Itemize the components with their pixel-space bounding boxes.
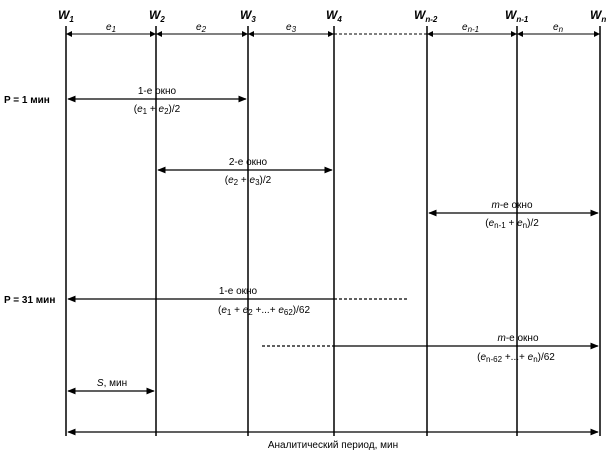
w-label-4: W4 bbox=[326, 8, 342, 24]
window-m-title: m-е окно bbox=[491, 200, 532, 211]
w-label-1: W1 bbox=[58, 8, 74, 24]
analysis-period-label: Аналитический период, мин bbox=[268, 440, 398, 451]
w-label-2: W2 bbox=[149, 8, 165, 24]
step-s-label: S, мин bbox=[97, 378, 127, 389]
w-label-n: Wn bbox=[590, 8, 606, 24]
window-1-formula: (e1 + e2)/2 bbox=[134, 104, 181, 116]
e-label-3: e3 bbox=[286, 22, 297, 34]
window-2-title: 2-е окно bbox=[229, 157, 268, 168]
window-31-m-title: m-е окно bbox=[497, 333, 538, 344]
w-label-n-1: Wn-1 bbox=[505, 8, 529, 24]
period-label-p31: P = 31 мин bbox=[4, 295, 55, 306]
window-31-m-formula: (en-62 +...+ en)/62 bbox=[477, 352, 555, 364]
w-label-n-2: Wn-2 bbox=[414, 8, 438, 24]
window-31-1-title: 1-е окно bbox=[219, 286, 258, 297]
w-label-3: W3 bbox=[240, 8, 256, 24]
top-interval-ticks bbox=[66, 31, 600, 37]
boundary-lines bbox=[65, 26, 601, 436]
window-2-formula: (e2 + e3)/2 bbox=[225, 175, 272, 187]
e-label-1: e1 bbox=[106, 22, 116, 34]
window-m-formula: (en-1 + en)/2 bbox=[485, 218, 539, 230]
period-label-p1: P = 1 мин bbox=[4, 95, 50, 106]
e-label-n: en bbox=[553, 22, 564, 34]
window-1-title: 1-е окно bbox=[138, 86, 177, 97]
w-labels: W1 W2 W3 W4 Wn-2 Wn-1 Wn bbox=[58, 8, 606, 24]
e-labels: e1 e2 e3 en-1 en bbox=[106, 22, 564, 34]
window-31-1-formula: (e1 + e2 +...+ e62)/62 bbox=[218, 305, 310, 317]
e-label-2: e2 bbox=[196, 22, 207, 34]
window-arrows-p31 bbox=[67, 295, 599, 350]
window-arrows-p1 bbox=[67, 95, 599, 217]
e-label-n-1: en-1 bbox=[462, 22, 479, 34]
